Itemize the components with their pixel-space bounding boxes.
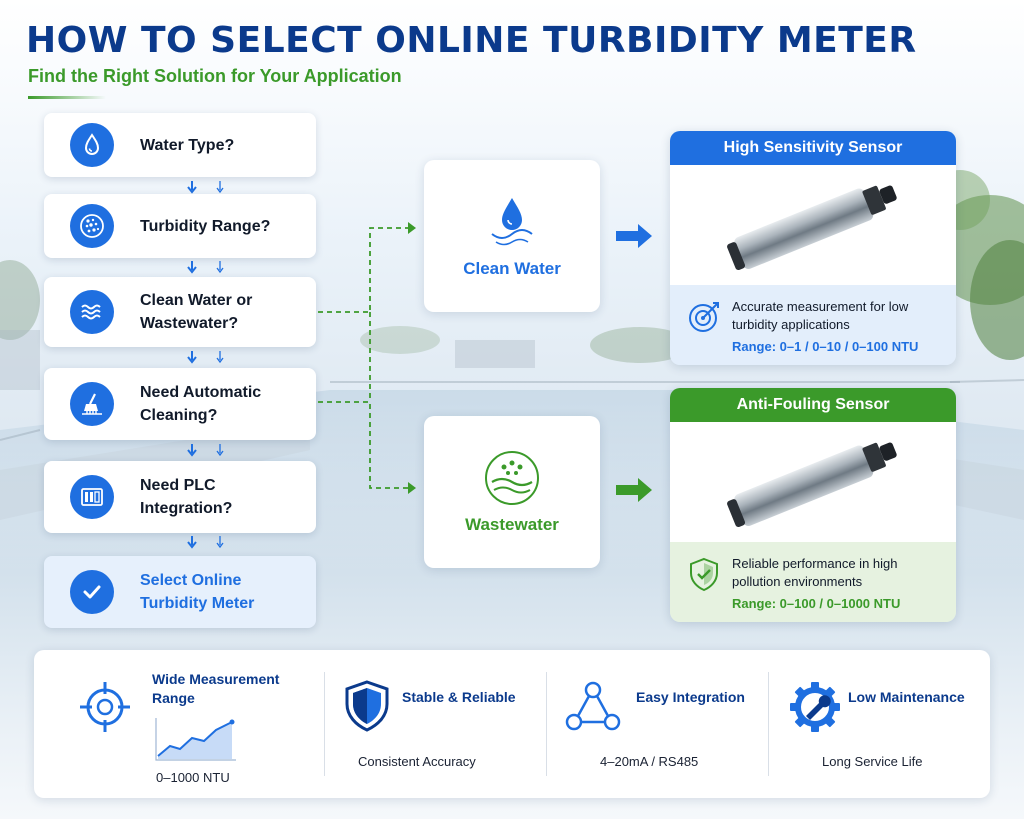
down-arrows: [187, 351, 224, 364]
waves-icon: [70, 290, 114, 334]
network-nodes-icon: [565, 681, 621, 731]
rising-chart-icon: [155, 718, 236, 761]
particles-icon: [70, 204, 114, 248]
step-label-line: Cleaning?: [140, 407, 218, 424]
sensor-range: Range: 0–100 / 0–1000 NTU: [732, 596, 901, 611]
step-select-meter: Select Online Turbidity Meter: [44, 556, 316, 628]
water-type-label: Wastewater: [465, 515, 559, 534]
shield-check-icon: [690, 557, 718, 592]
step-label-line: Water Type?: [140, 136, 235, 154]
page-title: HOW TO SELECT ONLINE TURBIDITY METER: [26, 20, 917, 61]
step-plc-integration: Need PLC Integration?: [44, 461, 316, 533]
turbidity-sensor-icon: [727, 185, 897, 271]
target-icon: [689, 302, 719, 332]
sensor-description: Accurate measurement for low turbidity a…: [732, 299, 909, 332]
cleaning-brush-icon: [70, 382, 114, 426]
sensor-image: [670, 422, 956, 542]
down-arrows: [187, 536, 224, 549]
step-label-line: Turbidity Meter: [140, 595, 255, 612]
water-type-wastewater: Wastewater: [424, 416, 600, 568]
feature-wide-range: Wide Measurement Range 0–1000 NTU: [34, 650, 314, 798]
sensor-title: High Sensitivity Sensor: [670, 131, 956, 165]
step-automatic-cleaning: Need Automatic Cleaning?: [44, 368, 316, 440]
page-subtitle: Find the Right Solution for Your Applica…: [28, 66, 402, 86]
sensor-info: Accurate measurement for low turbidity a…: [670, 285, 956, 365]
feature-subtitle: 0–1000 NTU: [156, 770, 230, 785]
sensor-range: Range: 0–1 / 0–10 / 0–100 NTU: [732, 339, 919, 354]
subtitle-underline: [28, 96, 106, 99]
sensor-info: Reliable performance in high pollution e…: [670, 542, 956, 622]
feature-stable-reliable: Stable & Reliable Consistent Accuracy: [326, 650, 544, 798]
feature-title-line: Stable & Reliable: [402, 689, 516, 705]
water-type-clean: Clean Water: [424, 160, 600, 312]
plc-module-icon: [70, 475, 114, 519]
crosshair-icon: [80, 682, 130, 732]
turbidity-sensor-icon: [727, 442, 897, 528]
feature-title-line: Low Maintenance: [848, 689, 965, 705]
arrow-right-icon: [616, 478, 652, 502]
feature-title-line: Wide Measurement: [152, 671, 280, 687]
clean-water-drop-icon: [491, 198, 533, 246]
step-label-line: Integration?: [140, 500, 233, 517]
sensor-card-anti-fouling: Anti-Fouling Sensor: [670, 388, 956, 622]
step-water-type: Water Type?: [44, 113, 316, 177]
feature-divider: [768, 672, 769, 776]
down-arrows: [187, 261, 224, 274]
step-label-line: Need Automatic: [140, 384, 262, 401]
feature-easy-integration: Easy Integration 4–20mA / RS485: [548, 650, 766, 798]
arrow-right-icon: [616, 224, 652, 248]
gear-wrench-icon: [790, 682, 840, 732]
shield-icon: [345, 680, 389, 732]
down-arrows: [187, 444, 224, 457]
step-label-line: Need PLC: [140, 477, 216, 494]
step-clean-or-wastewater: Clean Water or Wastewater?: [44, 277, 316, 347]
feature-subtitle: Long Service Life: [822, 754, 923, 769]
step-label-line: Clean Water or: [140, 292, 253, 309]
feature-divider: [324, 672, 325, 776]
feature-subtitle: 4–20mA / RS485: [600, 754, 699, 769]
water-type-label: Clean Water: [463, 259, 561, 278]
feature-subtitle: Consistent Accuracy: [358, 754, 476, 769]
features-panel: Wide Measurement Range 0–1000 NTU Stable…: [34, 650, 990, 798]
feature-low-maintenance: Low Maintenance Long Service Life: [770, 650, 988, 798]
sensor-image: [670, 165, 956, 285]
checkmark-icon: [70, 570, 114, 614]
feature-title-line: Range: [152, 690, 195, 706]
sensor-description: Reliable performance in high pollution e…: [732, 556, 898, 589]
step-turbidity-range: Turbidity Range?: [44, 194, 316, 258]
down-arrows: [187, 181, 224, 194]
sensor-title: Anti-Fouling Sensor: [670, 388, 956, 422]
water-drop-icon: [70, 123, 114, 167]
step-label-line: Select Online: [140, 572, 242, 589]
wastewater-icon: [485, 451, 539, 505]
feature-divider: [546, 672, 547, 776]
feature-title-line: Easy Integration: [636, 689, 745, 705]
step-label-line: Wastewater?: [140, 315, 239, 332]
step-label-line: Turbidity Range?: [140, 217, 271, 235]
sensor-card-high-sensitivity: High Sensitivity Sensor: [670, 131, 956, 365]
